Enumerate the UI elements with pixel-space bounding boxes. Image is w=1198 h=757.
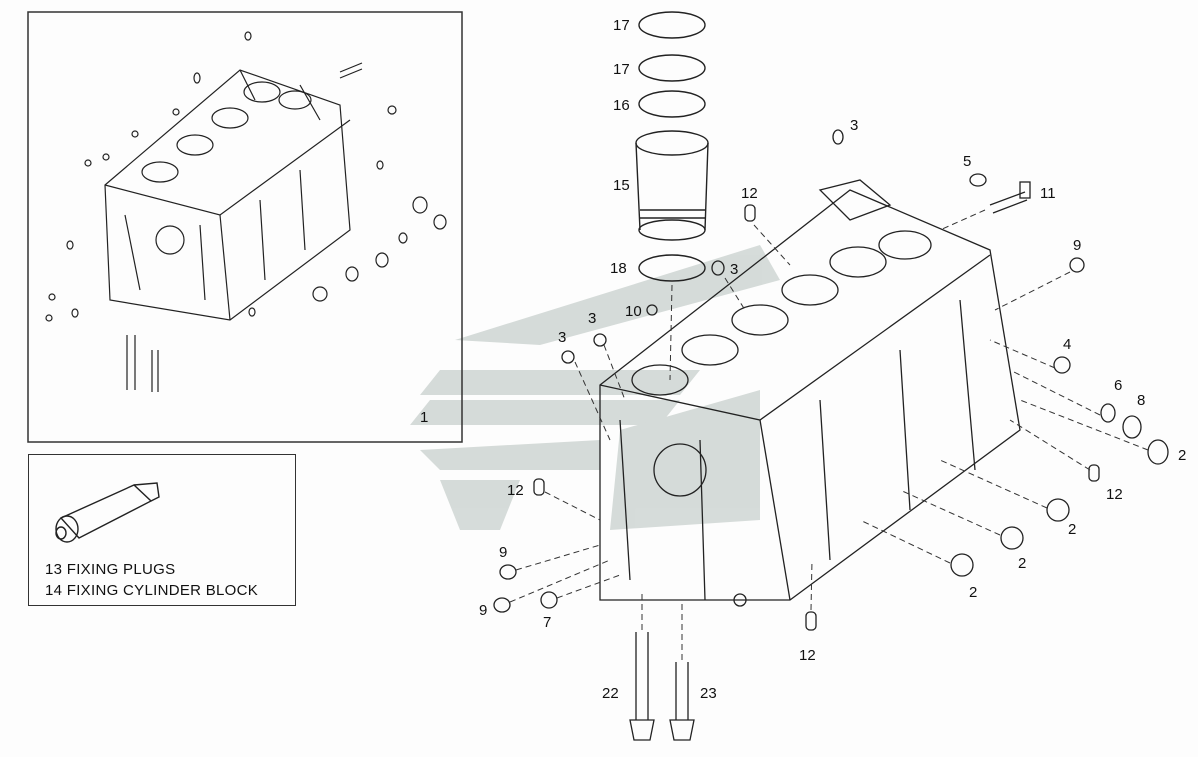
callout-11: 11 [1040, 185, 1056, 202]
callout-18: 18 [610, 260, 627, 277]
watermark-logo [410, 245, 780, 530]
loose-hardware [493, 129, 1169, 741]
inset-frame [27, 11, 463, 443]
legend-line-2: 14 FIXING CYLINDER BLOCK [45, 582, 259, 599]
callout-2-far: 2 [1178, 447, 1186, 464]
legend-box: 13 FIXING PLUGS 14 FIXING CYLINDER BLOCK [28, 454, 296, 606]
callout-22: 22 [602, 685, 619, 702]
callout-9-left: 9 [499, 544, 507, 561]
callout-2-c: 2 [969, 584, 977, 601]
callout-17b: 17 [613, 61, 630, 78]
callout-15: 15 [613, 177, 630, 194]
leader-lines [509, 209, 1149, 660]
inset-label: 1 [420, 409, 428, 426]
callout-12-right: 12 [1106, 486, 1123, 503]
callout-5: 5 [963, 153, 971, 170]
callout-16: 16 [613, 97, 630, 114]
callout-12-bottom: 12 [799, 647, 816, 664]
callout-12-top: 12 [741, 185, 758, 202]
callout-3-left2: 3 [588, 310, 596, 327]
callout-8: 8 [1137, 392, 1145, 409]
sealant-tube-icon [55, 482, 160, 543]
callout-3-left: 3 [558, 329, 566, 346]
callout-3-top: 3 [850, 117, 858, 134]
callout-3-mid: 3 [730, 261, 738, 278]
callout-2-a: 2 [1068, 521, 1076, 538]
callout-6: 6 [1114, 377, 1122, 394]
callout-numbers: 17 17 16 15 18 3 5 11 12 3 10 9 3 3 4 6 … [479, 17, 1186, 702]
callout-7: 7 [543, 614, 551, 631]
callout-17a: 17 [613, 17, 630, 34]
callout-9-right: 9 [1073, 237, 1081, 254]
callout-10: 10 [625, 303, 642, 320]
callout-2-b: 2 [1018, 555, 1026, 572]
legend-line-1: 13 FIXING PLUGS [45, 561, 176, 578]
callout-4: 4 [1063, 336, 1071, 353]
legend-text: 13 FIXING PLUGS 14 FIXING CYLINDER BLOCK [45, 559, 258, 601]
callout-9-left2: 9 [479, 602, 487, 619]
main-cylinder-block [599, 179, 1021, 607]
piston-assembly [635, 11, 709, 282]
callout-23: 23 [700, 685, 717, 702]
inset-cylinder-block [104, 69, 351, 321]
callout-12-left: 12 [507, 482, 524, 499]
inset-small-parts [45, 31, 447, 392]
